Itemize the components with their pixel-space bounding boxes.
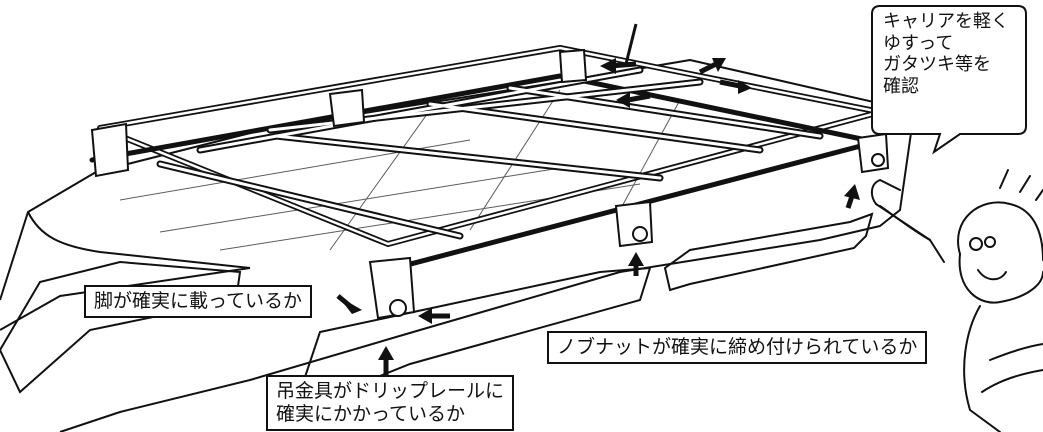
bubble-line3: ガタツキ等を <box>883 54 991 76</box>
carrier-foot-front-mid <box>614 200 654 248</box>
side-window <box>663 212 874 292</box>
callout-nut-text: ノブナットが確実に締め付けられているか <box>557 336 918 358</box>
carrier-foot-front-left <box>368 256 416 320</box>
bubble-line1: キャリアを軽く <box>883 11 1009 32</box>
callout-hook-check: 吊金具がドリップレールに 確実にかかっているか <box>266 375 515 431</box>
arrow-shake-left-lower <box>616 92 630 108</box>
arrow-up-mid-foot <box>628 252 644 266</box>
bubble-line2: ゆすって <box>883 32 954 54</box>
callout-feet-check: 脚が確実に載っているか <box>84 285 313 318</box>
callout-hook-line1: 吊金具がドリップレールに <box>276 380 505 402</box>
arrow-to-foot-knob <box>418 308 432 324</box>
callout-hook-line2: 確実にかかっているか <box>276 402 466 425</box>
left-window <box>0 260 242 394</box>
indicator-arrows <box>336 23 860 376</box>
person-illustration <box>870 169 1043 432</box>
arrow-shake-left <box>600 58 616 74</box>
arrow-up-right-foot <box>844 184 860 200</box>
bubble-line4: 確認 <box>883 75 919 97</box>
arrow-shake-right-lower <box>738 80 752 94</box>
speech-bubble <box>871 5 1027 155</box>
carrier-foot-right <box>856 132 890 174</box>
vehicle-roof <box>0 59 913 432</box>
arrow-up-hook <box>378 346 394 360</box>
rear-window <box>298 266 652 393</box>
callout-knob-nut-check: ノブナットが確実に締め付けられているか <box>547 331 928 364</box>
speech-bubble-text: キャリアを軽く ゆすって ガタツキ等を 確認 <box>883 11 1009 97</box>
arrow-shake-right <box>712 58 726 72</box>
carrier-foot-rear <box>90 48 588 178</box>
callout-feet-text: 脚が確実に載っているか <box>94 290 303 312</box>
